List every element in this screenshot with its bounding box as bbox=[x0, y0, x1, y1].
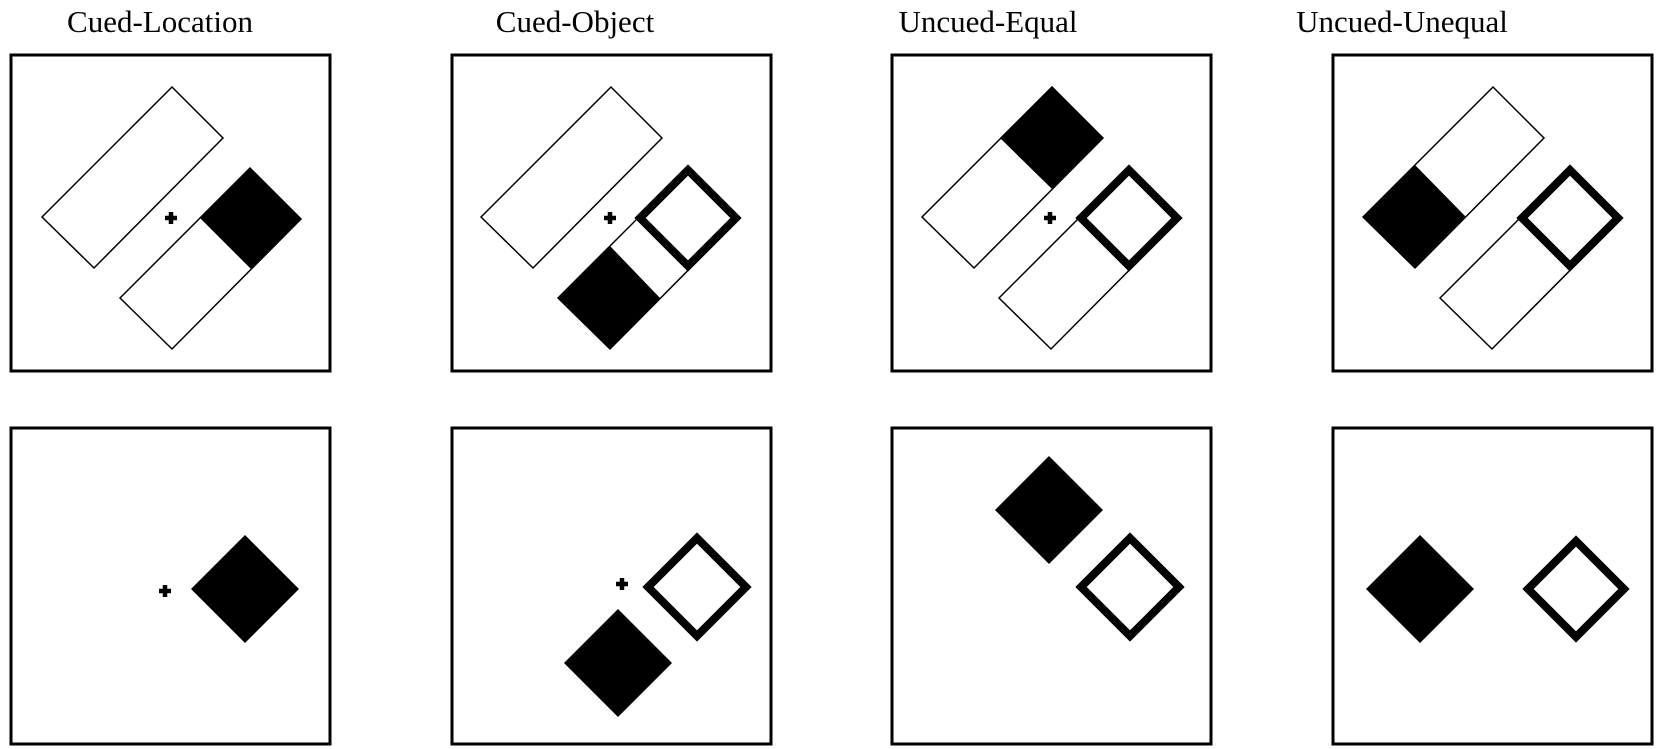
panel-uncued-equal-cue bbox=[890, 53, 1213, 373]
condition-title-cued-object: Cued-Object bbox=[495, 4, 655, 39]
condition-title-cued-location: Cued-Location bbox=[67, 4, 253, 39]
fixation-cross-icon bbox=[604, 212, 616, 224]
rectangle-object-upper-left bbox=[479, 85, 664, 270]
rectangle-object-upper-left bbox=[40, 85, 225, 270]
display-uncued-unequal-target bbox=[1366, 535, 1630, 643]
display-uncued-equal-cue bbox=[920, 85, 1183, 351]
panel-cued-location-cue bbox=[9, 53, 332, 373]
panel-cued-location-target bbox=[9, 426, 332, 746]
cue-square-filled bbox=[1363, 165, 1466, 268]
panel-uncued-unequal-target bbox=[1331, 426, 1654, 746]
fixation-cross-icon bbox=[165, 212, 177, 224]
cue-square-thick-outline bbox=[1075, 164, 1183, 272]
target-square-filled bbox=[995, 456, 1103, 564]
display-cued-location-cue bbox=[40, 85, 303, 351]
display-cued-location-target bbox=[159, 535, 299, 643]
display-cued-object-cue bbox=[479, 85, 742, 351]
cue-square-filled bbox=[558, 246, 660, 349]
panel-uncued-unequal-cue bbox=[1331, 53, 1654, 373]
panel-cued-object-cue bbox=[450, 53, 773, 373]
target-square-thick-outline bbox=[1522, 535, 1630, 643]
panel-uncued-equal-target bbox=[890, 426, 1213, 746]
target-square-filled bbox=[564, 609, 672, 717]
condition-title-uncued-unequal: Uncued-Unequal bbox=[1296, 4, 1508, 39]
display-cued-object-target bbox=[564, 532, 752, 717]
cue-square-filled bbox=[1000, 86, 1103, 189]
display-uncued-equal-target bbox=[995, 456, 1185, 642]
cue-square-thick-outline bbox=[1516, 164, 1624, 272]
panel-cued-object-target bbox=[450, 426, 773, 746]
cue-square-filled bbox=[200, 168, 301, 269]
target-square-thick-outline bbox=[1075, 532, 1185, 642]
cue-square-thick-outline bbox=[634, 164, 742, 272]
condition-title-uncued-equal: Uncued-Equal bbox=[898, 4, 1078, 39]
target-square-thick-outline bbox=[642, 532, 752, 642]
fixation-cross-icon bbox=[159, 585, 171, 597]
display-uncued-unequal-cue bbox=[1361, 85, 1624, 351]
fixation-cross-icon bbox=[1044, 212, 1056, 224]
target-square-filled bbox=[1366, 535, 1474, 643]
target-square-filled bbox=[191, 535, 299, 643]
fixation-cross-icon bbox=[616, 578, 628, 590]
